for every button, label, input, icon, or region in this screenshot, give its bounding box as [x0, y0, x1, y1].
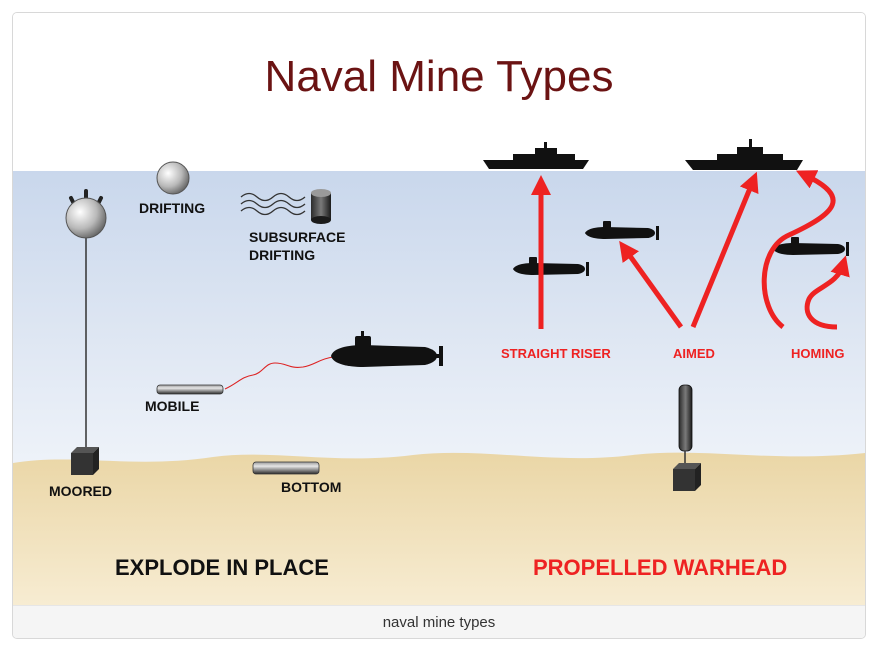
arrow-aimed-right [690, 171, 759, 328]
surface-ship-left [483, 142, 589, 169]
section-propelled-warhead: PROPELLED WARHEAD [533, 555, 787, 580]
surface-ship-right [685, 139, 803, 170]
label-bottom: BOTTOM [281, 479, 341, 495]
image-caption: naval mine types [13, 605, 865, 638]
submarine-aimed [585, 221, 659, 240]
propelled-warhead-mine [673, 384, 701, 491]
arrow-aimed-left [619, 240, 684, 329]
bottom-mine [252, 461, 320, 475]
moored-mine-sphere [65, 197, 107, 239]
drifting-mine [156, 161, 190, 195]
moored-mine [65, 189, 107, 475]
section-explode-in-place: EXPLODE IN PLACE [115, 555, 329, 580]
figure-card: Naval Mine Types MOORED DRIFTING [12, 12, 866, 639]
label-drifting: DRIFTING [139, 200, 205, 216]
label-homing: HOMING [791, 346, 844, 361]
label-aimed: AIMED [673, 346, 715, 361]
mobile-trail [224, 356, 334, 390]
moored-anchor-block [71, 447, 99, 475]
label-moored: MOORED [49, 483, 112, 499]
label-subsurface-line2: DRIFTING [249, 247, 315, 263]
submarine-homing [773, 237, 849, 256]
submarine-left [331, 331, 443, 367]
mobile-mine [156, 384, 224, 395]
subsurface-drifting-mine [240, 189, 331, 224]
naval-mine-diagram: Naval Mine Types MOORED DRIFTING [13, 13, 865, 605]
arrow-homing-upper [761, 170, 836, 329]
label-straight-riser: STRAIGHT RISER [501, 346, 611, 361]
sea-area [13, 171, 865, 481]
diagram-title: Naval Mine Types [265, 52, 614, 101]
label-subsurface-line1: SUBSURFACE [249, 229, 345, 245]
label-mobile: MOBILE [145, 398, 199, 414]
arrow-homing-lower [804, 255, 850, 330]
submarine-riser [513, 257, 589, 276]
seabed [13, 452, 865, 605]
sky-area [13, 13, 865, 171]
